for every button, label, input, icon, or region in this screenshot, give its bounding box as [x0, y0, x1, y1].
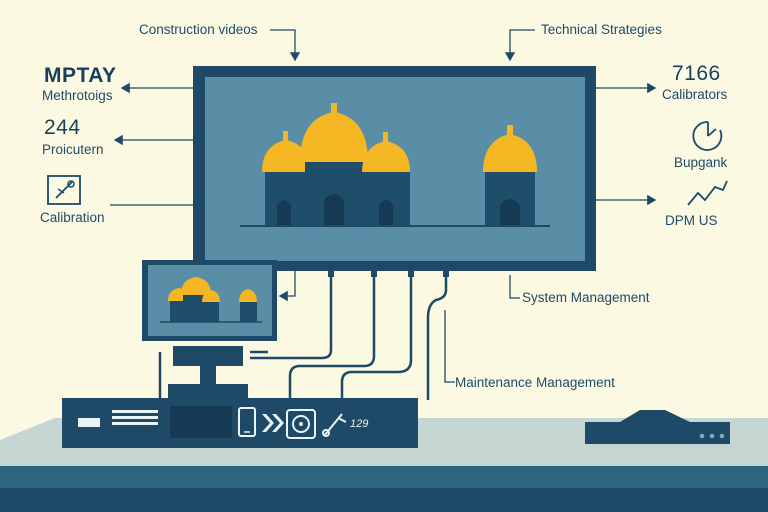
left-top-title: MPTAY [44, 64, 117, 87]
mosque-right [483, 125, 537, 225]
cables [158, 277, 448, 400]
small-monitor [142, 260, 277, 398]
left-mid-subtitle: Proicutern [42, 142, 104, 157]
right-top-value: 7166 [672, 62, 721, 85]
trend-line-icon [687, 180, 728, 206]
pen-tool-icon [322, 413, 347, 437]
console-device [62, 398, 418, 448]
phone-icon [238, 407, 256, 437]
system-management-label: System Management [522, 290, 650, 305]
device-readout: 129 [350, 418, 369, 430]
left-top-subtitle: Methrotoigs [42, 88, 113, 103]
left-mid-value: 244 [44, 116, 81, 139]
calibration-label: Calibration [40, 210, 105, 225]
technical-strategies-label: Technical Strategies [541, 22, 662, 37]
gauge-icon [692, 121, 723, 151]
maintenance-management-label: Maintenance Management [455, 375, 615, 390]
mosque-left [262, 103, 410, 225]
main-monitor [193, 66, 596, 277]
right-mid-label: Bupgank [674, 155, 728, 170]
disc-icon [286, 409, 316, 439]
construction-videos-label: Construction videos [139, 22, 258, 37]
right-bottom-label: DPM US [665, 213, 718, 228]
router-device [585, 410, 730, 444]
calibration-icon [47, 175, 81, 205]
forward-arrows-icon [262, 414, 284, 432]
right-top-subtitle: Calibrators [662, 87, 728, 102]
